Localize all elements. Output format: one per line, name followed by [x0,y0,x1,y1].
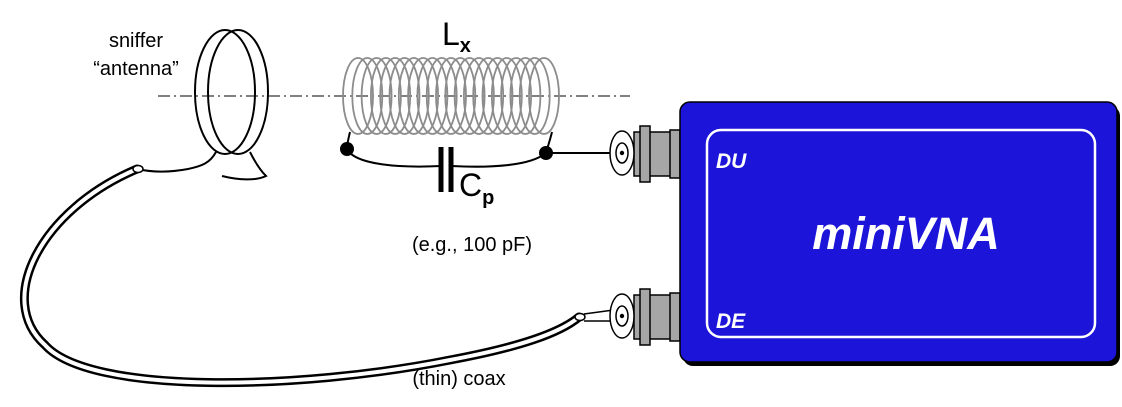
coil-turn [472,57,505,135]
coil-turn [435,57,467,135]
coil-inductor [342,57,560,135]
inductor-label: Lx [442,16,471,57]
inductor-label-main: L [442,16,460,52]
coil-turn [490,57,523,135]
coil-turn [397,57,430,135]
device-panel-outline [705,128,1097,339]
coil-turn [342,57,374,135]
lc-circuit-wires [346,131,616,168]
coil-turn [407,57,440,135]
coil-turn [509,57,542,135]
capacitor-value-label: (e.g., 100 pF) [412,234,532,256]
coil-turn [500,57,532,135]
device-body [679,101,1118,363]
coil-turn [416,57,449,135]
minivna-device: DU DE miniVNA [679,101,1120,366]
coil-turn [425,57,458,135]
coil-turn [528,57,560,135]
junction-dot-right [539,146,553,160]
coil-turn [444,57,477,135]
inductor-label-sub: x [460,35,471,57]
coil-turn [388,57,421,135]
coax-cable [19,164,586,388]
capacitor-label-main: C [459,167,482,203]
capacitor-label-sub: p [482,187,494,209]
junction-dot-left [340,142,354,156]
port-label-du: DU [716,150,747,173]
capacitor-label: Cp [459,167,494,209]
coil-turn [462,57,495,135]
coil-turn [379,57,412,135]
sniffer-label-line1: sniffer [109,30,163,52]
capacitor-cp [438,147,454,192]
sniffer-loop [136,29,269,181]
coil-turn [360,57,393,135]
coil-turn [481,57,514,135]
device-name: miniVNA [812,208,1000,259]
coil-turn [369,57,402,135]
bnc-connector-du [609,125,681,183]
coil-turn [453,57,486,135]
coil-turn [518,57,551,135]
sniffer-label-line2: “antenna” [93,58,179,80]
coax-label: (thin) coax [412,368,505,390]
bnc-connector-de [609,288,681,346]
port-label-de: DE [716,310,746,333]
coil-turn [351,57,384,135]
